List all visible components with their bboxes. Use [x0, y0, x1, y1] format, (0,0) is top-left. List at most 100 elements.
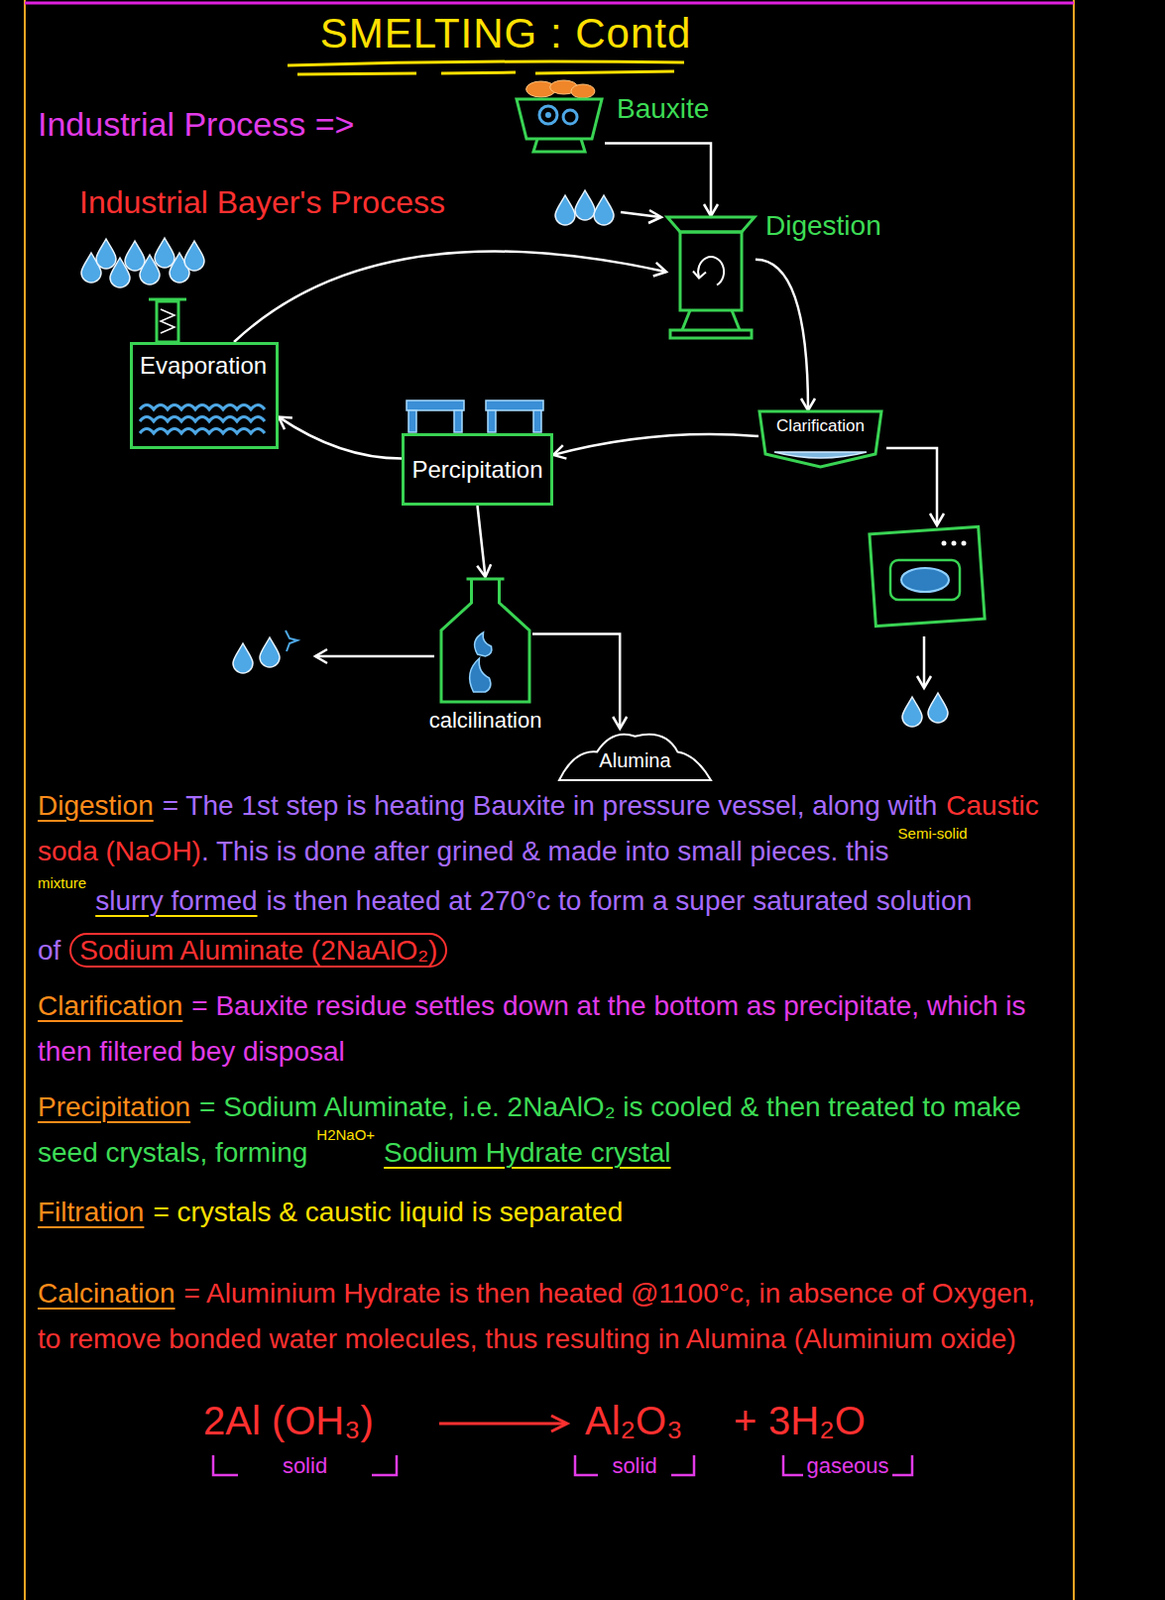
node-label: Clarification	[776, 416, 865, 437]
flow-line	[532, 634, 620, 729]
chimney	[148, 299, 187, 343]
note-text: Sodium Hydrate crystal	[383, 1137, 671, 1168]
node-label: Alumina	[598, 749, 671, 773]
residue-arrow	[886, 448, 937, 524]
water-drops	[81, 190, 948, 727]
precipitation-tank-shape	[403, 435, 553, 505]
page-border	[23, 0, 26, 1600]
label-box: Industrial Process =>	[37, 105, 354, 144]
evaporation-tank-shape	[139, 429, 265, 435]
digestion-vessel-shape	[670, 330, 752, 339]
step-heading: Calcination	[37, 1278, 176, 1309]
alumina-pile-shape	[559, 734, 711, 781]
filter-unit	[961, 541, 967, 547]
process-name: Industrial Bayer's Process	[79, 184, 446, 221]
bauxite-hopper-shape	[513, 79, 605, 155]
title-underline	[287, 61, 685, 66]
filter-unit	[869, 526, 985, 626]
precipitation-tank: Percipitation	[401, 433, 554, 506]
note-paragraph: Clarification= Bauxite residue settles d…	[37, 983, 1064, 1075]
water-inlet-arrow	[648, 210, 662, 224]
equation-term: 2Al (OH₃)	[203, 1396, 432, 1446]
flow-line	[755, 259, 809, 411]
equation-art	[439, 1422, 566, 1426]
water-drops	[555, 195, 576, 226]
chimney	[160, 309, 175, 334]
flow-arrow	[233, 251, 667, 343]
arrow-head	[801, 398, 816, 411]
calcination-kiln-shape	[469, 658, 491, 693]
equation-art	[551, 1415, 568, 1432]
water-drops	[184, 240, 205, 271]
node-label: Percipitation	[411, 456, 543, 484]
equation-term: 3H₂O	[768, 1396, 937, 1446]
seed-trays	[406, 400, 544, 433]
note-text: = Bauxite residue settles down at the bo…	[37, 990, 1027, 1067]
water-drops	[575, 190, 595, 221]
digestion-vessel-shape	[680, 232, 742, 311]
annotation: H2NaO+	[316, 1126, 375, 1144]
water-drops	[233, 643, 253, 674]
waste-arrow	[923, 636, 927, 687]
section-heading: Industrial Process =>	[37, 105, 354, 143]
filter-unit	[901, 568, 949, 592]
clarification-tank-shape	[759, 411, 882, 467]
water-drops	[154, 237, 175, 268]
flow-arrow	[532, 634, 627, 729]
residue-arrow	[886, 448, 944, 526]
evaporation-tank-shape	[139, 417, 265, 423]
arrow-head	[553, 445, 567, 460]
digestion-vessel-shape	[693, 271, 706, 279]
equation-term: +	[733, 1396, 769, 1446]
arrow-head	[653, 262, 667, 277]
waste-arrow	[917, 636, 932, 689]
chemical-equation: 2Al (OH₃)Al₂O₃+3H₂O solidsolidgaseous	[37, 1396, 1064, 1506]
clarification-tank: Clarification	[758, 410, 883, 468]
arrow-head	[703, 204, 718, 217]
flow-arrow	[278, 417, 402, 460]
arrow-head	[612, 716, 627, 729]
filter-unit	[869, 526, 985, 626]
equation-art	[37, 1396, 1064, 1506]
calcination-kiln-shape	[474, 632, 492, 657]
node-label: Evaporation	[139, 351, 267, 380]
calcination-kiln-shape	[466, 578, 505, 582]
label-box: Industrial Bayer's Process	[79, 184, 446, 222]
note-text: Sodium Aluminate (2NaAlO₂)	[69, 932, 448, 968]
water-drops	[285, 630, 298, 652]
digestion-vessel-shape	[682, 310, 740, 331]
page-border	[24, 0, 1074, 1600]
title-box: SMELTING : Contd	[297, 9, 714, 58]
digestion-vessel: Digestion	[666, 216, 756, 341]
state-label: solid	[575, 1451, 695, 1482]
flow-arrow	[476, 505, 491, 578]
node-label: Digestion	[765, 210, 882, 242]
filter-unit	[951, 541, 957, 547]
step-heading: Clarification	[37, 990, 183, 1022]
flow-line	[604, 143, 711, 217]
flow-arrow	[553, 434, 759, 460]
flow-arrow	[604, 143, 718, 217]
seed-trays	[454, 410, 463, 433]
water-drops	[928, 693, 948, 723]
arrow-head	[278, 417, 293, 431]
notes: Digestion= The 1st step is heating Bauxi…	[37, 783, 1064, 1506]
note-paragraph: Digestion= The 1st step is heating Bauxi…	[37, 783, 1064, 974]
seed-trays	[408, 410, 417, 433]
flow-line	[553, 434, 759, 456]
bauxite-hopper-shape	[571, 84, 595, 99]
seed-trays	[406, 400, 465, 411]
bauxite-hopper-shape	[539, 106, 558, 124]
bauxite-hopper-shape	[545, 112, 552, 118]
state-label: solid	[213, 1451, 397, 1482]
water-drops	[902, 697, 923, 727]
digestion-vessel-shape	[698, 256, 724, 285]
note-text: slurry formed	[95, 885, 257, 917]
calcination-kiln: calcilination	[438, 577, 533, 704]
evaporation-tank-shape	[131, 344, 278, 449]
note-text: = crystals & caustic liquid is separated	[152, 1196, 623, 1228]
note-text: = Aluminium Hydrate is then heated @1100…	[37, 1278, 1036, 1355]
steam-arrow	[315, 655, 435, 659]
clarification-tank-shape	[774, 452, 867, 459]
